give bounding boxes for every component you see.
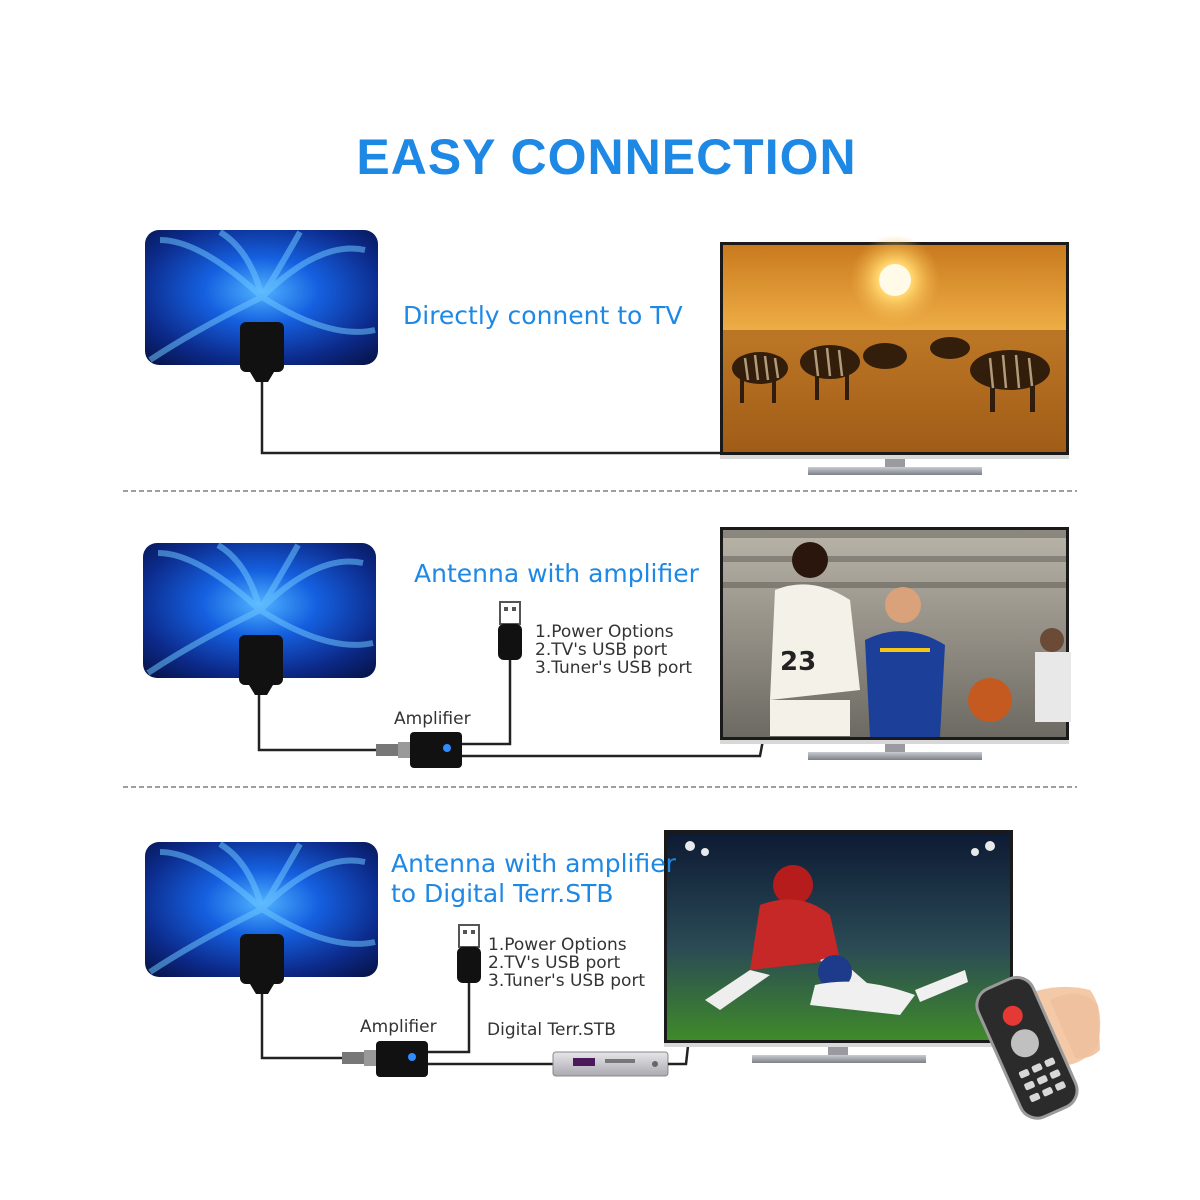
- tv-icon: 23: [720, 527, 1071, 760]
- row3-amplifier-label: Amplifier: [360, 1018, 437, 1036]
- coax-cable: [262, 382, 722, 453]
- coax-connector: [342, 1050, 376, 1066]
- usb-option: 2.TV's USB port: [488, 954, 645, 972]
- hdmi-cable: [668, 1046, 688, 1064]
- usb-plug-icon: [457, 925, 481, 983]
- coax-cable: [259, 695, 378, 750]
- usb-plug-icon: [498, 602, 522, 660]
- row3-usb-options: 1.Power Options 2.TV's USB port 3.Tuner'…: [488, 936, 645, 990]
- usb-option: 2.TV's USB port: [535, 641, 692, 659]
- coax-cable: [462, 740, 763, 756]
- usb-cable: [462, 660, 510, 744]
- row3-label-line: to Digital Terr.STB: [391, 879, 676, 909]
- row3-label-line: Antenna with amplifier: [391, 849, 676, 879]
- remote-control-icon: [971, 972, 1100, 1124]
- coax-connector: [376, 742, 410, 758]
- antenna-panel-icon: [145, 842, 378, 994]
- usb-option: 3.Tuner's USB port: [488, 972, 645, 990]
- antenna-panel-icon: [143, 543, 376, 695]
- row2-label: Antenna with amplifier: [414, 559, 699, 589]
- usb-option: 3.Tuner's USB port: [535, 659, 692, 677]
- usb-option: 1.Power Options: [488, 936, 645, 954]
- stb-label: Digital Terr.STB: [487, 1021, 616, 1039]
- svg-text:23: 23: [780, 647, 816, 677]
- amplifier-icon: [410, 732, 462, 768]
- row1-label: Directly connent to TV: [403, 301, 683, 331]
- usb-option: 1.Power Options: [535, 623, 692, 641]
- set-top-box-icon: [553, 1052, 668, 1076]
- row2-usb-options: 1.Power Options 2.TV's USB port 3.Tuner'…: [535, 623, 692, 677]
- amplifier-icon: [376, 1041, 428, 1077]
- coax-cable: [262, 994, 344, 1058]
- tv-icon: [664, 830, 1013, 1063]
- antenna-panel-icon: [145, 230, 378, 382]
- row2-amplifier-label: Amplifier: [394, 710, 471, 728]
- tv-icon: [720, 235, 1069, 475]
- row3-label: Antenna with amplifier to Digital Terr.S…: [391, 849, 676, 909]
